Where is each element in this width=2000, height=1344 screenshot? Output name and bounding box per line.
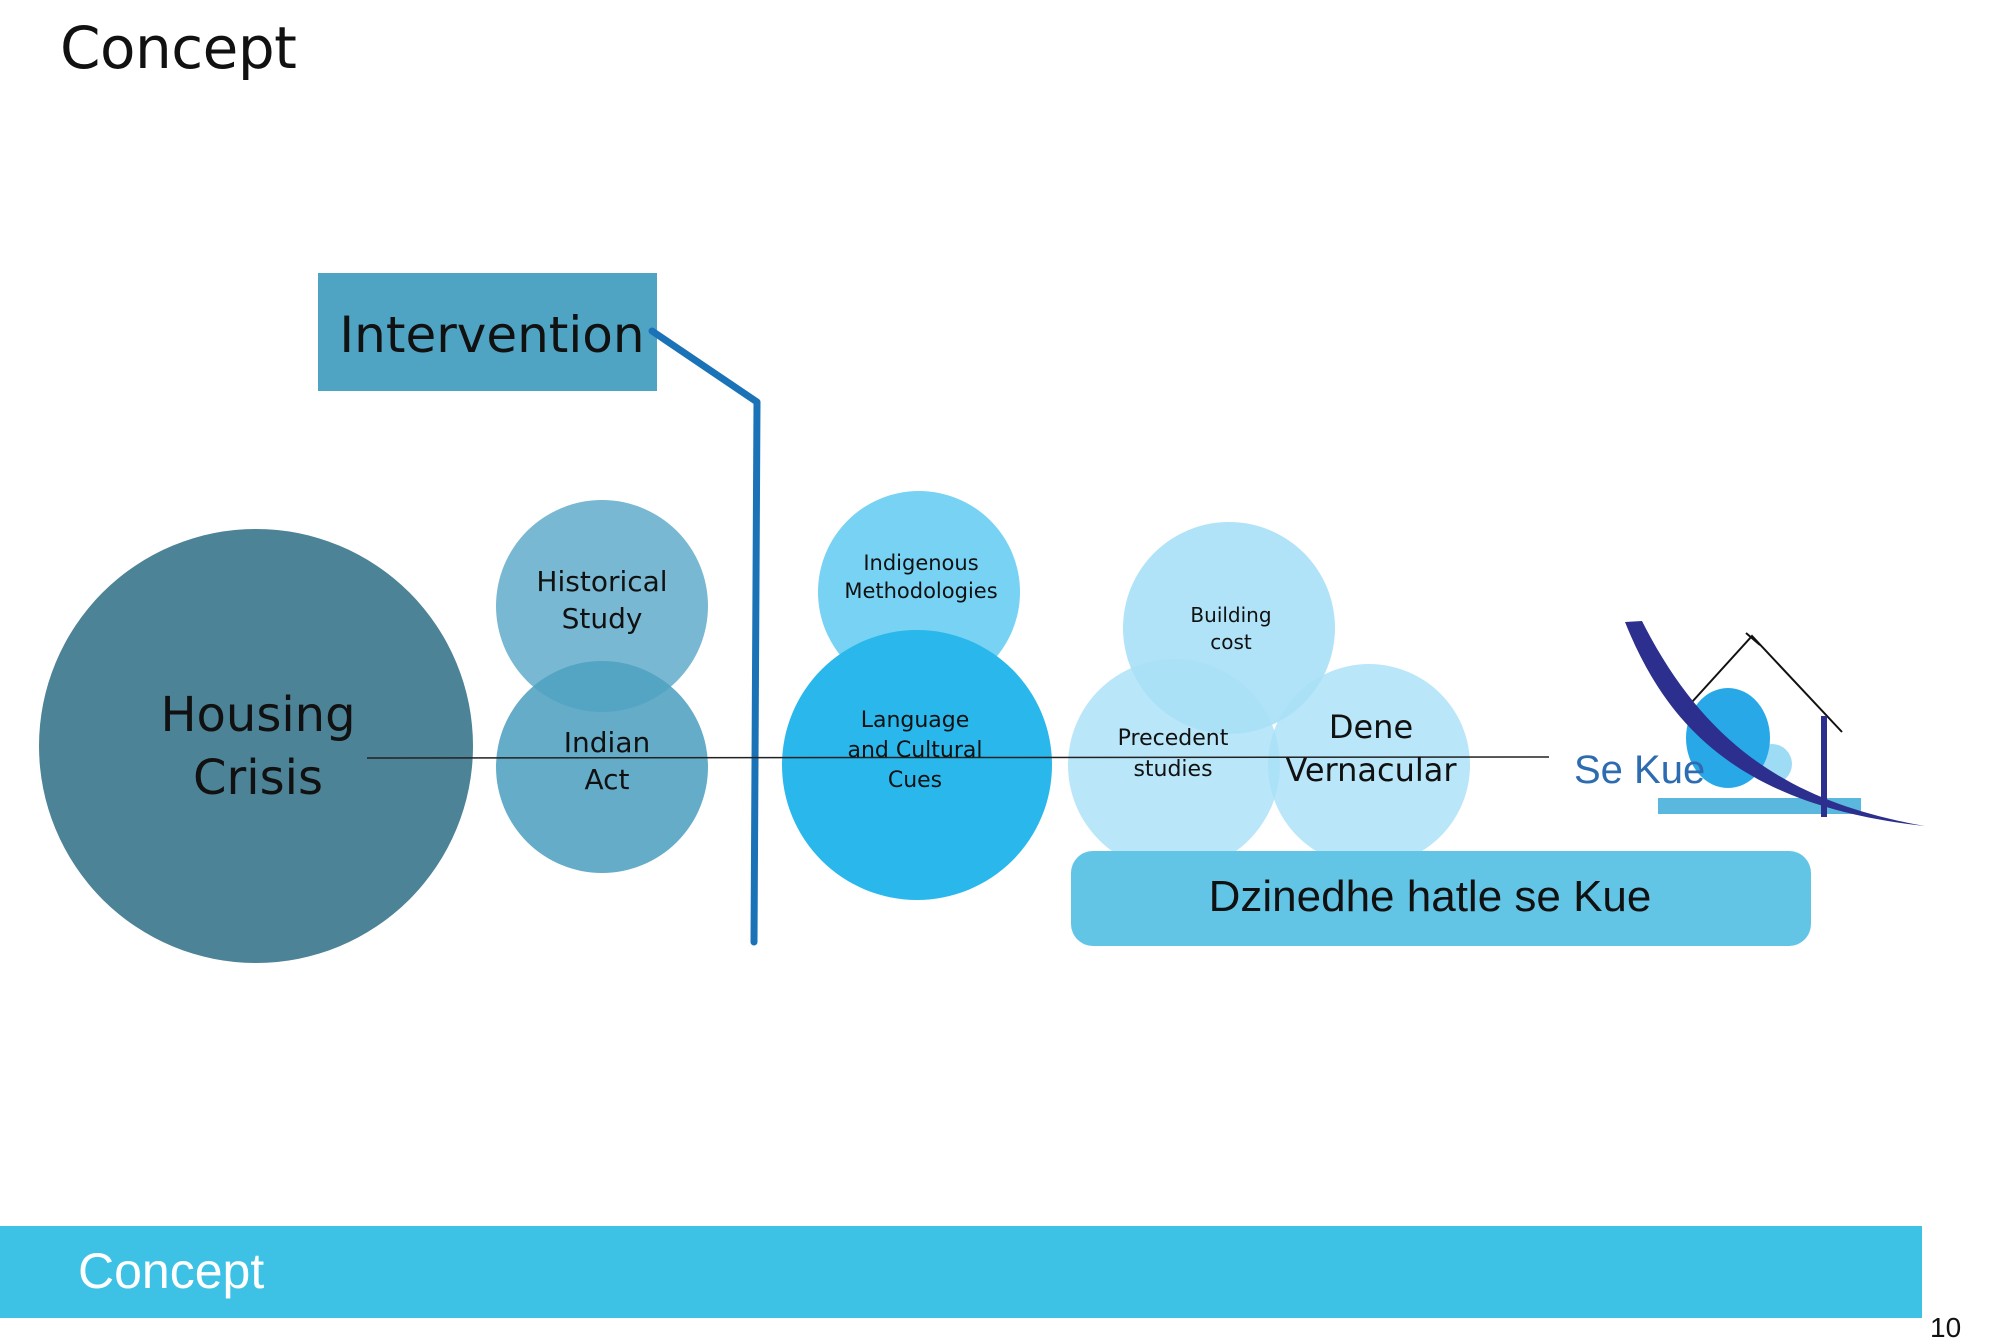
dzinedhe-label: Dzinedhe hatle se Kue: [1209, 872, 1652, 921]
language-line-3: Cues: [888, 768, 942, 793]
precedent-line-1: Precedent: [1118, 726, 1229, 751]
footer-label: Concept: [78, 1243, 265, 1299]
housing-crisis-circle: [39, 529, 473, 963]
precedent-studies-circle: [1068, 659, 1280, 871]
intervention-box: [318, 273, 657, 391]
precedent-line-2: studies: [1133, 757, 1212, 782]
building-cost-line-2: cost: [1210, 630, 1252, 654]
indigenous-line-1: Indigenous: [863, 551, 978, 575]
indian-act-circle: [496, 661, 708, 873]
se-kue-logo: [1625, 621, 1925, 826]
footer-bar: [0, 1226, 1922, 1318]
logo-swoosh-curve: [1625, 621, 1925, 826]
logo-roof-tick: [1745, 632, 1761, 646]
page-title: Concept: [60, 14, 297, 82]
indian-act-line-2: Act: [584, 763, 629, 796]
indigenous-line-2: Methodologies: [844, 579, 997, 603]
timeline-line: [366, 756, 1550, 759]
historical-study-line-2: Study: [562, 602, 643, 635]
dzinedhe-box: [1071, 851, 1811, 946]
page-number: 10: [1930, 1312, 1962, 1343]
intervention-connector-line: [648, 327, 761, 946]
language-cultural-cues-circle: [782, 630, 1052, 900]
language-line-2: and Cultural: [847, 738, 982, 763]
dene-vernacular-circle: [1268, 664, 1470, 866]
dene-line-2: Vernacular: [1285, 751, 1457, 789]
historical-study-circle: [496, 500, 708, 712]
dene-line-1: Dene: [1329, 708, 1413, 746]
logo-base-bar: [1658, 798, 1861, 814]
logo-roof-line: [1691, 634, 1843, 733]
intervention-label: Intervention: [339, 306, 644, 364]
language-line-1: Language: [861, 708, 970, 733]
indian-act-line-1: Indian: [564, 726, 650, 759]
housing-crisis-line-2: Crisis: [193, 750, 323, 806]
se-kue-label: Se Kue: [1574, 748, 1705, 792]
housing-crisis-line-1: Housing: [160, 687, 355, 743]
historical-study-line-1: Historical: [536, 565, 667, 598]
building-cost-line-1: Building: [1190, 603, 1271, 627]
